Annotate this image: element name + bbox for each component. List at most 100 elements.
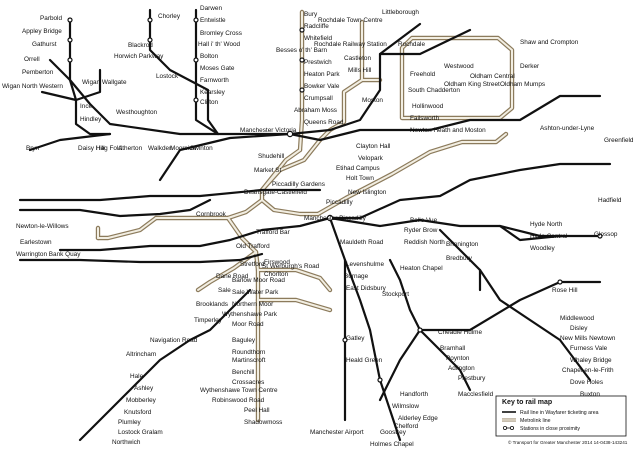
station-label: Brooklands <box>196 301 228 308</box>
credit: © Transport for Greater Manchester 2014 … <box>508 439 628 445</box>
station-label: Westhoughton <box>116 109 158 116</box>
station-label: Wythenshawe Park <box>222 311 278 318</box>
station-label: Disley <box>570 325 588 332</box>
station-label: Whitefield <box>304 35 333 42</box>
station-label: Littleborough <box>382 9 419 16</box>
station-label: Rochdale Railway Station <box>314 41 387 48</box>
station-label: Brinnington <box>446 241 479 248</box>
legend: Key to rail map Rail line in Wayfarer ti… <box>495 395 627 437</box>
station-label: Glossop <box>594 231 618 238</box>
station-label: Dove Holes <box>570 379 603 386</box>
station-label: Whaley Bridge <box>570 357 612 364</box>
station-label: Stretford <box>240 261 265 268</box>
station-label: Clifton <box>200 99 219 106</box>
station-label: Barlow Moor Road <box>232 277 285 284</box>
station-label: Radcliffe <box>304 23 329 30</box>
station-label: Sale <box>218 287 231 294</box>
station-label: Plumley <box>118 419 142 426</box>
station-label: Heaton Park <box>304 71 340 78</box>
station-label: Newton Heath and Moston <box>410 127 486 134</box>
station-label: Levenshulme <box>346 261 384 268</box>
station-label: Rochdale Town Centre <box>318 17 383 24</box>
station-label: Mauldeth Road <box>340 239 384 246</box>
station-label: New Islington <box>348 189 387 196</box>
station-label: Bury <box>304 11 318 18</box>
station-label: Knutsford <box>124 409 152 416</box>
station-label: Lostock <box>156 73 179 80</box>
station-label: Oldham Mumps <box>500 81 545 88</box>
station-label: Lostock Gralam <box>118 429 163 436</box>
station-label: Warrington Bank Quay <box>16 251 81 258</box>
station-label: Roundthorn <box>232 349 266 356</box>
station-label: Entwistle <box>200 17 226 24</box>
legend-item-metrolink: Metrolink line <box>520 418 551 424</box>
station-label: Mobberley <box>126 397 157 404</box>
station-label: Greenfield <box>604 137 634 144</box>
station-markers <box>67 17 603 383</box>
station-label: Manchester Piccadilly <box>304 215 367 222</box>
station-label: Rochdale <box>398 41 425 48</box>
station-label: Reddish North <box>404 239 445 246</box>
station-label: Swinton <box>190 145 213 152</box>
legend-box <box>495 395 627 437</box>
legend-title: Key to rail map <box>502 399 552 406</box>
station-label: Moston <box>362 97 383 104</box>
metrolink-lines <box>95 9 515 423</box>
station-label: Moses Gate <box>200 65 235 72</box>
station-label: Wigan Wallgate <box>82 79 127 86</box>
station-label: Derker <box>520 63 540 70</box>
station-label: Ashley <box>134 385 154 392</box>
station-label: Peel Hall <box>244 407 270 414</box>
station-label: Ryder Brow <box>404 227 438 234</box>
station-label: Chapel-en-le-Frith <box>562 367 614 374</box>
station-label: Oldham King Street <box>444 81 500 88</box>
station-label: Horwich Parkway <box>114 53 164 60</box>
station-label: Hyde Central <box>530 233 567 240</box>
station-label: Earlestown <box>20 239 52 246</box>
station-label: Martinscroft <box>232 357 266 364</box>
station-label: Bryn <box>26 145 40 152</box>
rail-lines <box>18 8 612 442</box>
station-label: Holmes Chapel <box>370 441 414 448</box>
station-label: Appley Bridge <box>22 28 62 35</box>
station-label: Timperley <box>194 317 223 324</box>
station-label: Northwich <box>112 439 141 446</box>
station-label: Trafford Bar <box>256 229 291 236</box>
station-label: Handforth <box>400 391 429 398</box>
station-label: Mills Hill <box>348 67 371 74</box>
station-label: Wilmslow <box>392 403 419 410</box>
station-label: Alderley Edge <box>398 415 438 422</box>
station-label: Clayton Hall <box>356 143 390 150</box>
legend-item-stations: Stations in close proximity <box>520 426 580 432</box>
station-label: Furness Vale <box>570 345 608 352</box>
station-label: Walkden <box>148 145 173 152</box>
station-label: Parbold <box>40 15 62 22</box>
station-label: Bolton <box>200 53 219 60</box>
station-label: Castleton <box>344 55 371 62</box>
station-label: Heaton Chapel <box>400 265 443 272</box>
station-label: Ince <box>80 103 93 110</box>
station-label: Macclesfield <box>458 391 494 398</box>
station-label: Hag Fold <box>96 145 122 152</box>
station-label: Goostrey <box>380 429 407 436</box>
station-label: Wythenshawe Town Centre <box>200 387 278 394</box>
station-label: Hadfield <box>598 197 622 204</box>
station-label: Queens Road <box>304 119 344 126</box>
station-label: Atherton <box>118 145 143 152</box>
station-label: Hindley <box>80 116 102 123</box>
station-label: Hyde North <box>530 221 563 228</box>
station-label: Hale <box>130 373 144 380</box>
station-label: Orrell <box>24 56 40 63</box>
station-label: Deansgate-Castlefield <box>244 189 307 196</box>
station-label: Shudehill <box>258 153 284 160</box>
station-label: Market St <box>254 167 282 174</box>
station-label: Cheadle Hulme <box>438 329 482 336</box>
station-label: Velopark <box>358 155 384 162</box>
station-label: Altrincham <box>126 351 156 358</box>
station-label: Piccadilly Gardens <box>272 181 325 188</box>
station-label: Chelford <box>394 423 419 430</box>
station-label: Gatley <box>346 335 365 342</box>
station-label: Bredbury <box>446 255 473 262</box>
station-label: Northern Moor <box>232 301 274 308</box>
station-label: Stockport <box>382 291 409 298</box>
